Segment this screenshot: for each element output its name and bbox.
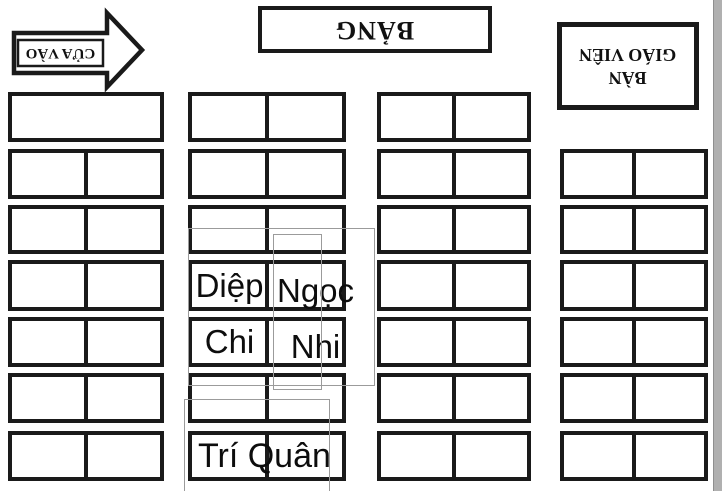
desk-divider [84, 264, 88, 307]
desk-divider [84, 377, 88, 419]
desk-c3-r6 [377, 373, 531, 423]
desk-c1-r2 [8, 149, 164, 199]
board-box: BẢNG [258, 6, 492, 53]
desk-c3-r1 [377, 92, 531, 142]
desk-divider [632, 264, 636, 307]
desk-divider [452, 435, 456, 477]
desk-c2-r4: Diệp Ngọc [188, 260, 354, 311]
desk-c2-r7: Trí Quân [188, 431, 346, 481]
desk-divider [452, 153, 456, 195]
teacher-desk-label-line2: GIÁO VIÊN [579, 45, 677, 65]
desk-divider [265, 377, 269, 419]
desk-c1-r4 [8, 260, 164, 311]
desk-c4-r6 [560, 373, 708, 423]
desk-divider [452, 264, 456, 307]
desk-c1-r6 [8, 373, 164, 423]
desk-divider [452, 377, 456, 419]
desk-c4-r5 [560, 317, 708, 367]
desk-c3-r7 [377, 431, 531, 481]
desk-divider [632, 435, 636, 477]
desk-c2-r1 [188, 92, 346, 142]
scrollbar-track[interactable] [713, 0, 722, 491]
desk-c4-r2 [560, 149, 708, 199]
desk-c1-r5 [8, 317, 164, 367]
desk-divider [452, 209, 456, 250]
teacher-desk-box: BÀN GIÁO VIÊN [557, 22, 699, 110]
desk-divider [452, 96, 456, 138]
entrance-label: CỬA VÀO [26, 45, 96, 62]
desk-divider [84, 209, 88, 250]
desk-divider [265, 96, 269, 138]
desk-divider [265, 209, 269, 250]
student-name-right: Ngọc [276, 271, 355, 309]
student-name-right: Nhi [290, 328, 341, 365]
student-name-span: Trí Quân [198, 436, 331, 475]
desk-divider [265, 321, 269, 363]
desk-c1-r1 [8, 92, 164, 142]
desk-divider [265, 153, 269, 195]
desk-divider [265, 435, 269, 477]
desk-c4-r7 [560, 431, 708, 481]
desk-divider [632, 377, 636, 419]
desk-divider [265, 264, 269, 307]
desk-c4-r4 [560, 260, 708, 311]
student-name-left: Chi [204, 323, 255, 360]
desk-c3-r4 [377, 260, 531, 311]
desk-divider [632, 209, 636, 250]
desk-c2-r6 [188, 373, 346, 423]
desk-c2-r5: Chi Nhi [188, 317, 346, 367]
desk-divider [84, 435, 88, 477]
desk-c3-r3 [377, 205, 531, 254]
entrance-arrow: CỬA VÀO [11, 7, 146, 93]
desk-divider [632, 153, 636, 195]
teacher-desk-label: BÀN GIÁO VIÊN [579, 44, 676, 89]
desk-divider [632, 321, 636, 363]
teacher-desk-label-line1: BÀN [608, 67, 647, 88]
desk-divider [452, 321, 456, 363]
desk-c3-r2 [377, 149, 531, 199]
entrance-label-frame [16, 38, 105, 68]
desk-c1-r3 [8, 205, 164, 254]
desk-c2-r2 [188, 149, 346, 199]
board-label: BẢNG [335, 15, 415, 45]
desk-c2-r3 [188, 205, 346, 254]
desk-divider [84, 321, 88, 363]
desk-divider [84, 153, 88, 195]
student-name-left: Diệp [195, 266, 264, 304]
desk-c4-r3 [560, 205, 708, 254]
desk-c1-r7 [8, 431, 164, 481]
desk-c3-r5 [377, 317, 531, 367]
